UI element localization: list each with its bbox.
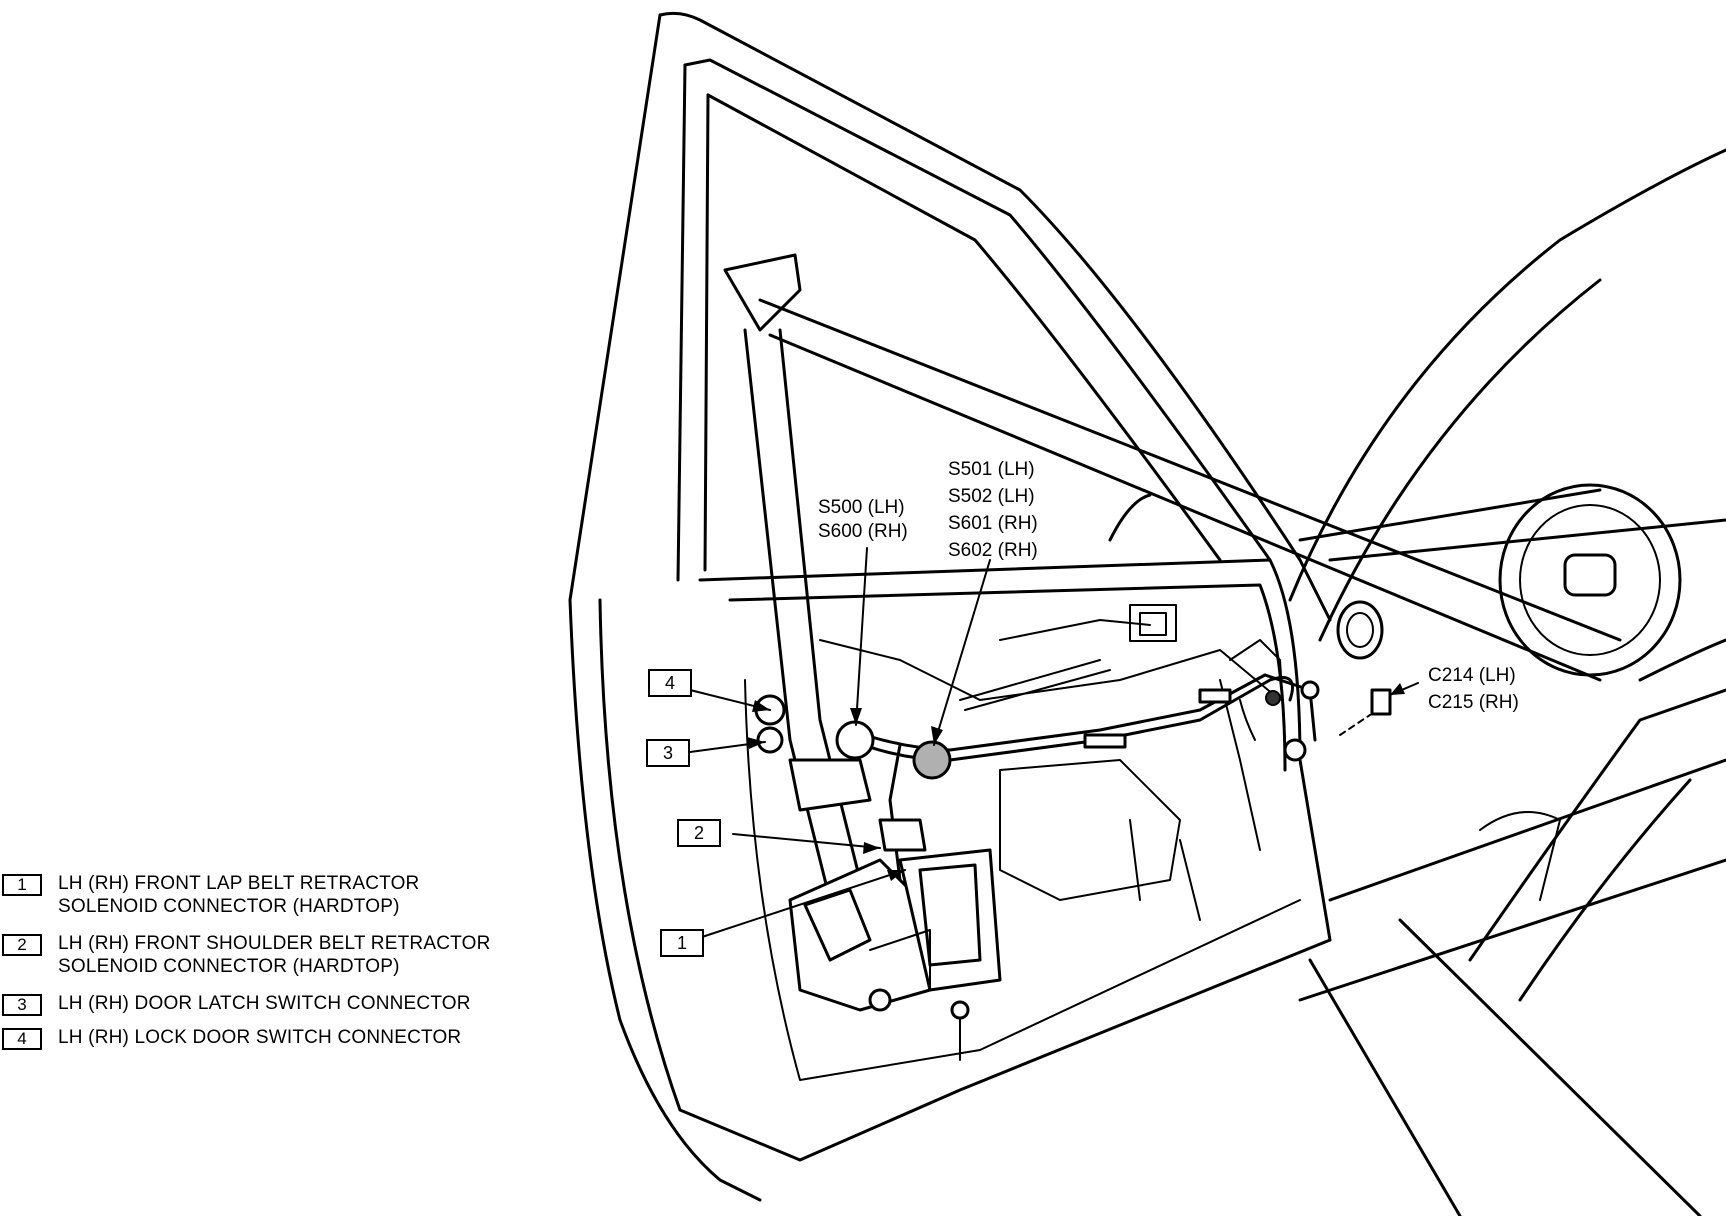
connector-label-c215: C215 (RH): [1428, 692, 1519, 713]
legend-number-1: 1: [2, 874, 42, 896]
splice-markers: [835, 690, 1281, 780]
splice-label-right: S501 (LH) S502 (LH) S601 (RH) S602 (RH): [948, 456, 1038, 564]
legend-text-2-line2: SOLENOID CONNECTOR (HARDTOP): [58, 956, 400, 977]
leader-lines: [689, 547, 1419, 938]
marker-box-1: 1: [660, 929, 704, 957]
legend-text-2-line1: LH (RH) FRONT SHOULDER BELT RETRACTOR: [58, 933, 491, 954]
legend-number-2: 2: [2, 934, 42, 956]
splice-dot-right: [912, 740, 952, 780]
splice-label-s602: S602 (RH): [948, 540, 1038, 561]
marker-box-2: 2: [677, 819, 721, 847]
marker-box-4: 4: [648, 669, 692, 697]
seat-belt: [723, 253, 1622, 902]
splice-label-left: S500 (LH) S600 (RH): [818, 496, 908, 544]
legend-text-3-line1: LH (RH) DOOR LATCH SWITCH CONNECTOR: [58, 993, 471, 1014]
car-interior-background: [1108, 148, 1726, 1216]
marker-box-3: 3: [646, 739, 690, 767]
splice-label-s501: S501 (LH): [948, 459, 1035, 480]
legend-text-1-line1: LH (RH) FRONT LAP BELT RETRACTOR: [58, 873, 420, 894]
connector-label-c214: C214 (LH): [1428, 665, 1516, 686]
splice-label-s500: S500 (LH): [818, 497, 905, 518]
legend-text-1-line2: SOLENOID CONNECTOR (HARDTOP): [58, 896, 400, 917]
connector-label-c214-c215: C214 (LH) C215 (RH): [1428, 662, 1519, 716]
splice-label-s601: S601 (RH): [948, 513, 1038, 534]
retractor-assemblies: [754, 694, 1002, 1061]
legend-text-4-line1: LH (RH) LOCK DOOR SWITCH CONNECTOR: [58, 1027, 462, 1048]
splice-label-s502: S502 (LH): [948, 486, 1035, 507]
legend-number-4: 4: [2, 1028, 42, 1050]
door-frame: [568, 11, 1332, 1202]
splice-label-s600: S600 (RH): [818, 521, 908, 542]
legend-number-3: 3: [2, 994, 42, 1016]
